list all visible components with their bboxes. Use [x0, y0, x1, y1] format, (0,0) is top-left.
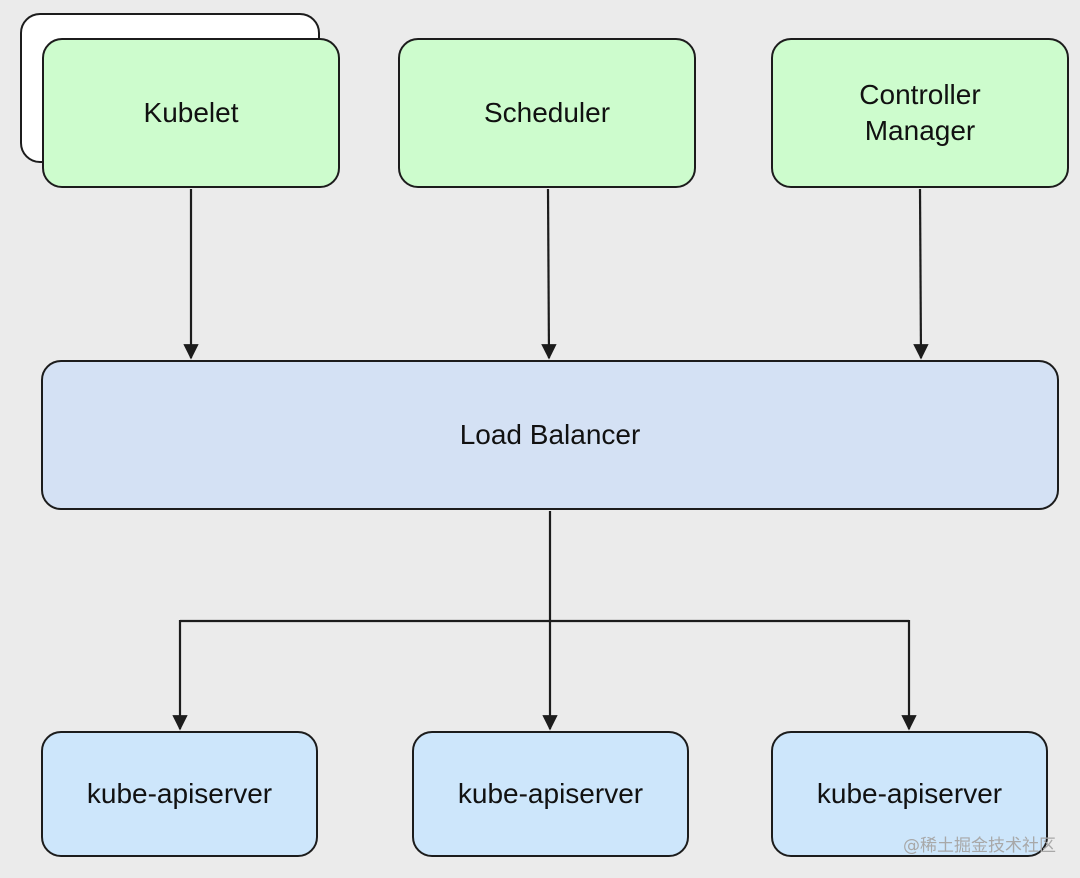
edge-controller-manager-to-load-balancer — [913, 188, 929, 360]
scheduler-node: Scheduler — [398, 38, 696, 188]
load-balancer-node: Load Balancer — [41, 360, 1059, 510]
scheduler-label: Scheduler — [483, 97, 611, 128]
controller-manager-label: Controller Manager — [859, 79, 981, 146]
load-balancer-label: Load Balancer — [459, 419, 641, 450]
kube-apiserver-label-2: kube-apiserver — [457, 778, 644, 809]
kube-apiserver-node-1: kube-apiserver — [41, 731, 318, 857]
edge-scheduler-to-load-balancer — [541, 188, 557, 360]
kube-apiserver-node-2: kube-apiserver — [412, 731, 689, 857]
kubelet-label: Kubelet — [143, 97, 239, 128]
kube-apiserver-label-3: kube-apiserver — [816, 778, 1003, 809]
kube-apiserver-label-1: kube-apiserver — [86, 778, 273, 809]
kube-apiserver-node-3: kube-apiserver — [771, 731, 1048, 857]
watermark: @稀土掘金技术社区 — [903, 836, 1056, 856]
kubelet-node: Kubelet — [42, 38, 340, 188]
controller-manager-node: Controller Manager — [771, 38, 1069, 188]
